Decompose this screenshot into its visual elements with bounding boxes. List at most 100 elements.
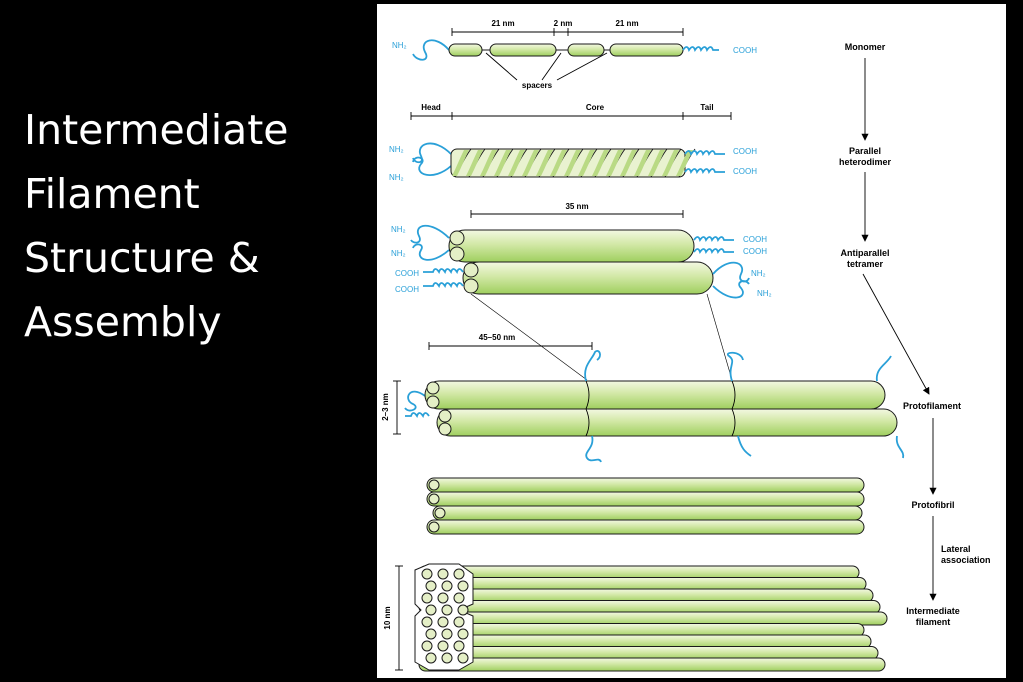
filament-width-label: 10 nm <box>383 606 392 629</box>
protofibril-rod-end <box>434 507 446 519</box>
filament-end-cap <box>425 580 437 592</box>
protofibril-rod-end <box>428 521 440 533</box>
stage-lateral-line-2: association <box>941 555 991 565</box>
tetramer-tail-coil-1 <box>693 236 734 243</box>
arrow-tetramer-to-protofilament <box>862 273 930 395</box>
protofilament-lower-strand <box>436 408 898 437</box>
assembly-pathway: Monomer Parallel heterodimer Antiparalle… <box>839 42 991 627</box>
coiled-coil-shade <box>550 150 567 176</box>
tetramer-nh2-label-1: NH₂ <box>391 225 406 234</box>
filament-end-cap <box>441 652 453 664</box>
protofibril-rod <box>426 519 865 535</box>
coiled-coil-shade <box>648 150 665 176</box>
stage-dimer-line-1: Parallel <box>849 146 881 156</box>
stage-lateral-line-1: Lateral <box>941 544 971 554</box>
protofilament-side-coil-5 <box>737 435 752 457</box>
stage-tetramer-line-1: Antiparallel <box>840 248 889 258</box>
slide-title-line-4: Assembly <box>24 298 222 346</box>
filament-end-cap <box>437 592 449 604</box>
filament-end-cap <box>441 628 453 640</box>
monomer-segment-4 <box>609 43 684 57</box>
protofilament-head-coil <box>404 390 426 412</box>
tetramer-cooh-label-1: COOH <box>743 235 767 244</box>
filament-end-cap <box>421 568 433 580</box>
filament-end-cap <box>441 580 453 592</box>
antiparallel-tetramer-illustration: 35 nm NH₂ NH₂ COOH COOH COOH COOH NH₂ NH… <box>391 202 772 381</box>
coiled-coil-shade <box>676 150 693 176</box>
tetramer-head-coil-4 <box>712 280 750 299</box>
coiled-coil-shade <box>522 150 539 176</box>
slide-title: Intermediate Filament Structure & Assemb… <box>24 98 354 354</box>
filament-end-cap <box>457 628 469 640</box>
filament-end-cap <box>425 628 437 640</box>
stage-tetramer-line-2: tetramer <box>847 259 884 269</box>
protofibril-rod <box>426 491 865 507</box>
protofibril-illustration <box>426 477 865 535</box>
protofilament-side-coil-3 <box>875 355 892 382</box>
stage-monomer: Monomer <box>845 42 886 52</box>
figure-panel: 21 nm 2 nm 21 nm NH₂ COOH spacers Head C… <box>377 4 1006 678</box>
protofilament-illustration: 45–50 nm 2–3 nm <box>381 333 905 463</box>
filament-end-cap <box>453 640 465 652</box>
protofilament-tail-coil <box>405 412 430 419</box>
filament-end-cap <box>457 604 469 616</box>
filament-end-cap <box>453 616 465 628</box>
tetramer-head-coil-1 <box>410 224 450 244</box>
filament-end-cap <box>453 592 465 604</box>
tetramer-tail-coil-2 <box>693 248 734 255</box>
monomer-tail-coil <box>682 46 719 53</box>
parallel-dimer-illustration: NH₂ NH₂ COOH COOH <box>389 142 757 182</box>
stage-dimer-line-2: heterodimer <box>839 157 892 167</box>
protofilament-repeat-label: 45–50 nm <box>479 333 515 342</box>
tetramer-dimer-upper <box>448 229 695 263</box>
filament-end-cap <box>421 592 433 604</box>
monomer-dim-mid: 2 nm <box>554 19 573 28</box>
coiled-coil-shade <box>634 150 651 176</box>
dimer-head-coil-top <box>412 142 452 164</box>
coiled-coil-shade <box>494 150 511 176</box>
head-label: Head <box>421 103 441 112</box>
coiled-coil-core <box>450 148 696 178</box>
filament-end-cap <box>425 604 437 616</box>
coiled-coil-shade <box>578 150 595 176</box>
filament-rod <box>418 657 886 672</box>
dimer-tail-coil-bottom <box>684 168 725 175</box>
intermediate-filament-illustration: 10 nm <box>383 563 888 672</box>
tetramer-junction-2 <box>731 380 736 437</box>
monomer-illustration: 21 nm 2 nm 21 nm NH₂ COOH spacers <box>392 19 757 90</box>
protofilament-side-coil-2 <box>726 351 744 382</box>
dimer-nh2-label-top: NH₂ <box>389 145 404 154</box>
filament-end-cap <box>453 568 465 580</box>
tetramer-cooh-label-3: COOH <box>395 269 419 278</box>
protofibril-rod-end <box>428 479 440 491</box>
tetramer-tail-coil-4 <box>423 282 464 289</box>
tetramer-cooh-label-2: COOH <box>743 247 767 256</box>
monomer-nh2-label: NH₂ <box>392 41 407 50</box>
protofilament-width-label: 2–3 nm <box>381 393 390 421</box>
filament-end-cap <box>441 604 453 616</box>
filament-end-cap <box>425 652 437 664</box>
protofibril-rod <box>432 505 863 521</box>
tail-label: Tail <box>700 103 713 112</box>
dimer-cooh-label-bottom: COOH <box>733 167 757 176</box>
coiled-coil-shade <box>592 150 609 176</box>
tetramer-nh2-label-4: NH₂ <box>757 289 772 298</box>
filament-end-cap <box>437 568 449 580</box>
tetramer-head-coil-2 <box>412 243 450 261</box>
stage-filament-line-2: filament <box>916 617 951 627</box>
tetramer-tail-coil-3 <box>423 268 464 275</box>
monomer-segment-2 <box>489 43 557 57</box>
coiled-coil-shade <box>508 150 525 176</box>
protofilament-side-coil-1 <box>584 350 601 382</box>
stage-filament-line-1: Intermediate <box>906 606 960 616</box>
slide-title-line-1: Intermediate <box>24 106 289 154</box>
monomer-segment-3 <box>567 43 605 57</box>
protofilament-side-coil-4 <box>585 435 602 463</box>
slide-title-line-3: Structure & <box>24 234 260 282</box>
filament-end-cap <box>421 640 433 652</box>
region-labels: Head Core Tail <box>410 103 732 120</box>
tetramer-nh2-label-2: NH₂ <box>391 249 406 258</box>
coiled-coil-shade <box>564 150 581 176</box>
coiled-coil-shade <box>480 150 497 176</box>
tetramer-junction-1 <box>585 380 590 437</box>
